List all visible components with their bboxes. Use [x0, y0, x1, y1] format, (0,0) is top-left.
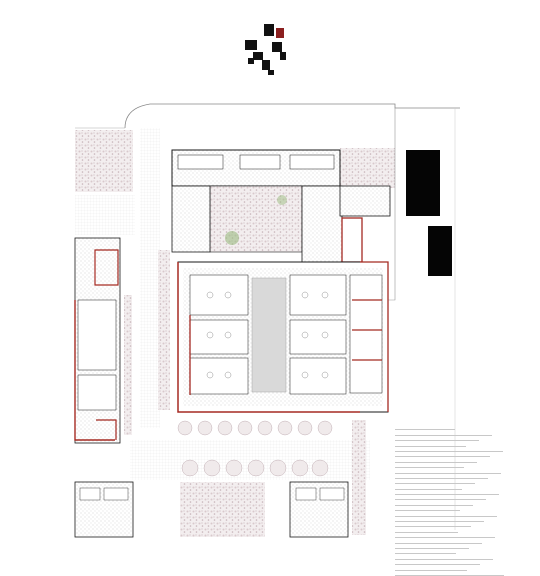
street-surface: [140, 128, 160, 428]
neighbour-building: [428, 226, 452, 276]
main-building-plan: [158, 149, 391, 413]
legend-line: [395, 474, 488, 479]
legend-line: [395, 441, 466, 447]
atrium: [251, 277, 287, 393]
street-surface: [75, 195, 135, 235]
site-floor-plan: [74, 24, 460, 538]
site-keyplan-icon: [245, 24, 286, 75]
legend-line: [395, 436, 479, 442]
garden-area: [340, 148, 395, 188]
neighbour-building: [406, 150, 440, 216]
legend-line: [395, 457, 477, 463]
legend-line: [395, 517, 484, 523]
legend-line: [395, 500, 473, 506]
legend-line: [395, 447, 503, 452]
plan-legend: [395, 425, 515, 576]
garden-area: [75, 130, 133, 192]
legend-line: [395, 533, 495, 539]
left-building-plan: [74, 237, 132, 444]
tree-row: [177, 420, 333, 477]
legend-line: [395, 479, 475, 485]
legend-line: [395, 484, 462, 490]
site-boundary: [124, 103, 460, 129]
courtyard: [209, 185, 303, 253]
legend-line: [395, 571, 504, 576]
legend-line: [395, 430, 492, 436]
street-surface: [130, 440, 370, 480]
garden-area: [180, 482, 265, 537]
south-building-plan: [74, 481, 349, 538]
legend-line: [395, 490, 499, 496]
legend-line: [395, 506, 460, 512]
legend-line: [395, 468, 501, 474]
legend-line: [395, 452, 490, 458]
legend-line: [395, 425, 455, 431]
planting-strip: [352, 420, 366, 535]
legend-line: [395, 522, 471, 528]
legend-line: [395, 463, 464, 469]
legend-line: [395, 511, 497, 517]
legend-line: [395, 495, 486, 501]
legend-line: [395, 527, 458, 533]
